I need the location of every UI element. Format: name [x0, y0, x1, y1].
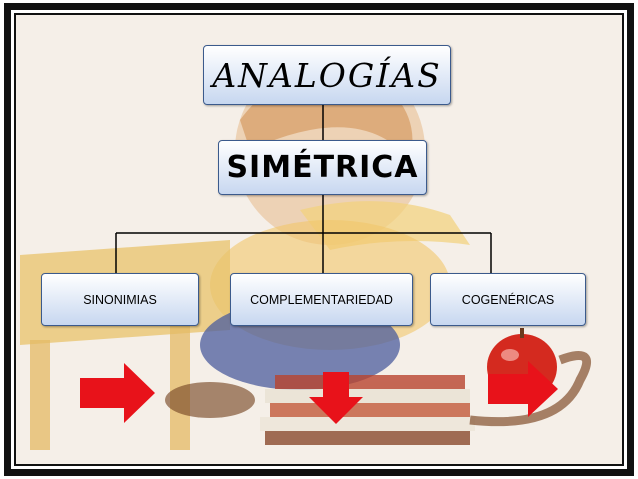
child-node-cogenericas: COGENÉRICAS [430, 273, 586, 326]
root-node: ANALOGÍAS [203, 45, 451, 105]
arrow-down-icon [309, 372, 363, 424]
connectors [115, 105, 492, 273]
child-label: COMPLEMENTARIEDAD [250, 292, 393, 307]
arrow-right-icon [488, 361, 558, 417]
type-label: SIMÉTRICA [226, 150, 419, 185]
arrow-right-icon [80, 363, 155, 423]
child-label: SINONIMIAS [83, 292, 157, 307]
books-stack [260, 375, 475, 445]
child-node-sinonimias: SINONIMIAS [41, 273, 199, 326]
child-node-complementariedad: COMPLEMENTARIEDAD [230, 273, 413, 326]
root-label: ANALOGÍAS [212, 55, 442, 95]
outer-frame [4, 3, 634, 476]
child-label: COGENÉRICAS [461, 292, 555, 307]
type-node: SIMÉTRICA [218, 140, 427, 195]
